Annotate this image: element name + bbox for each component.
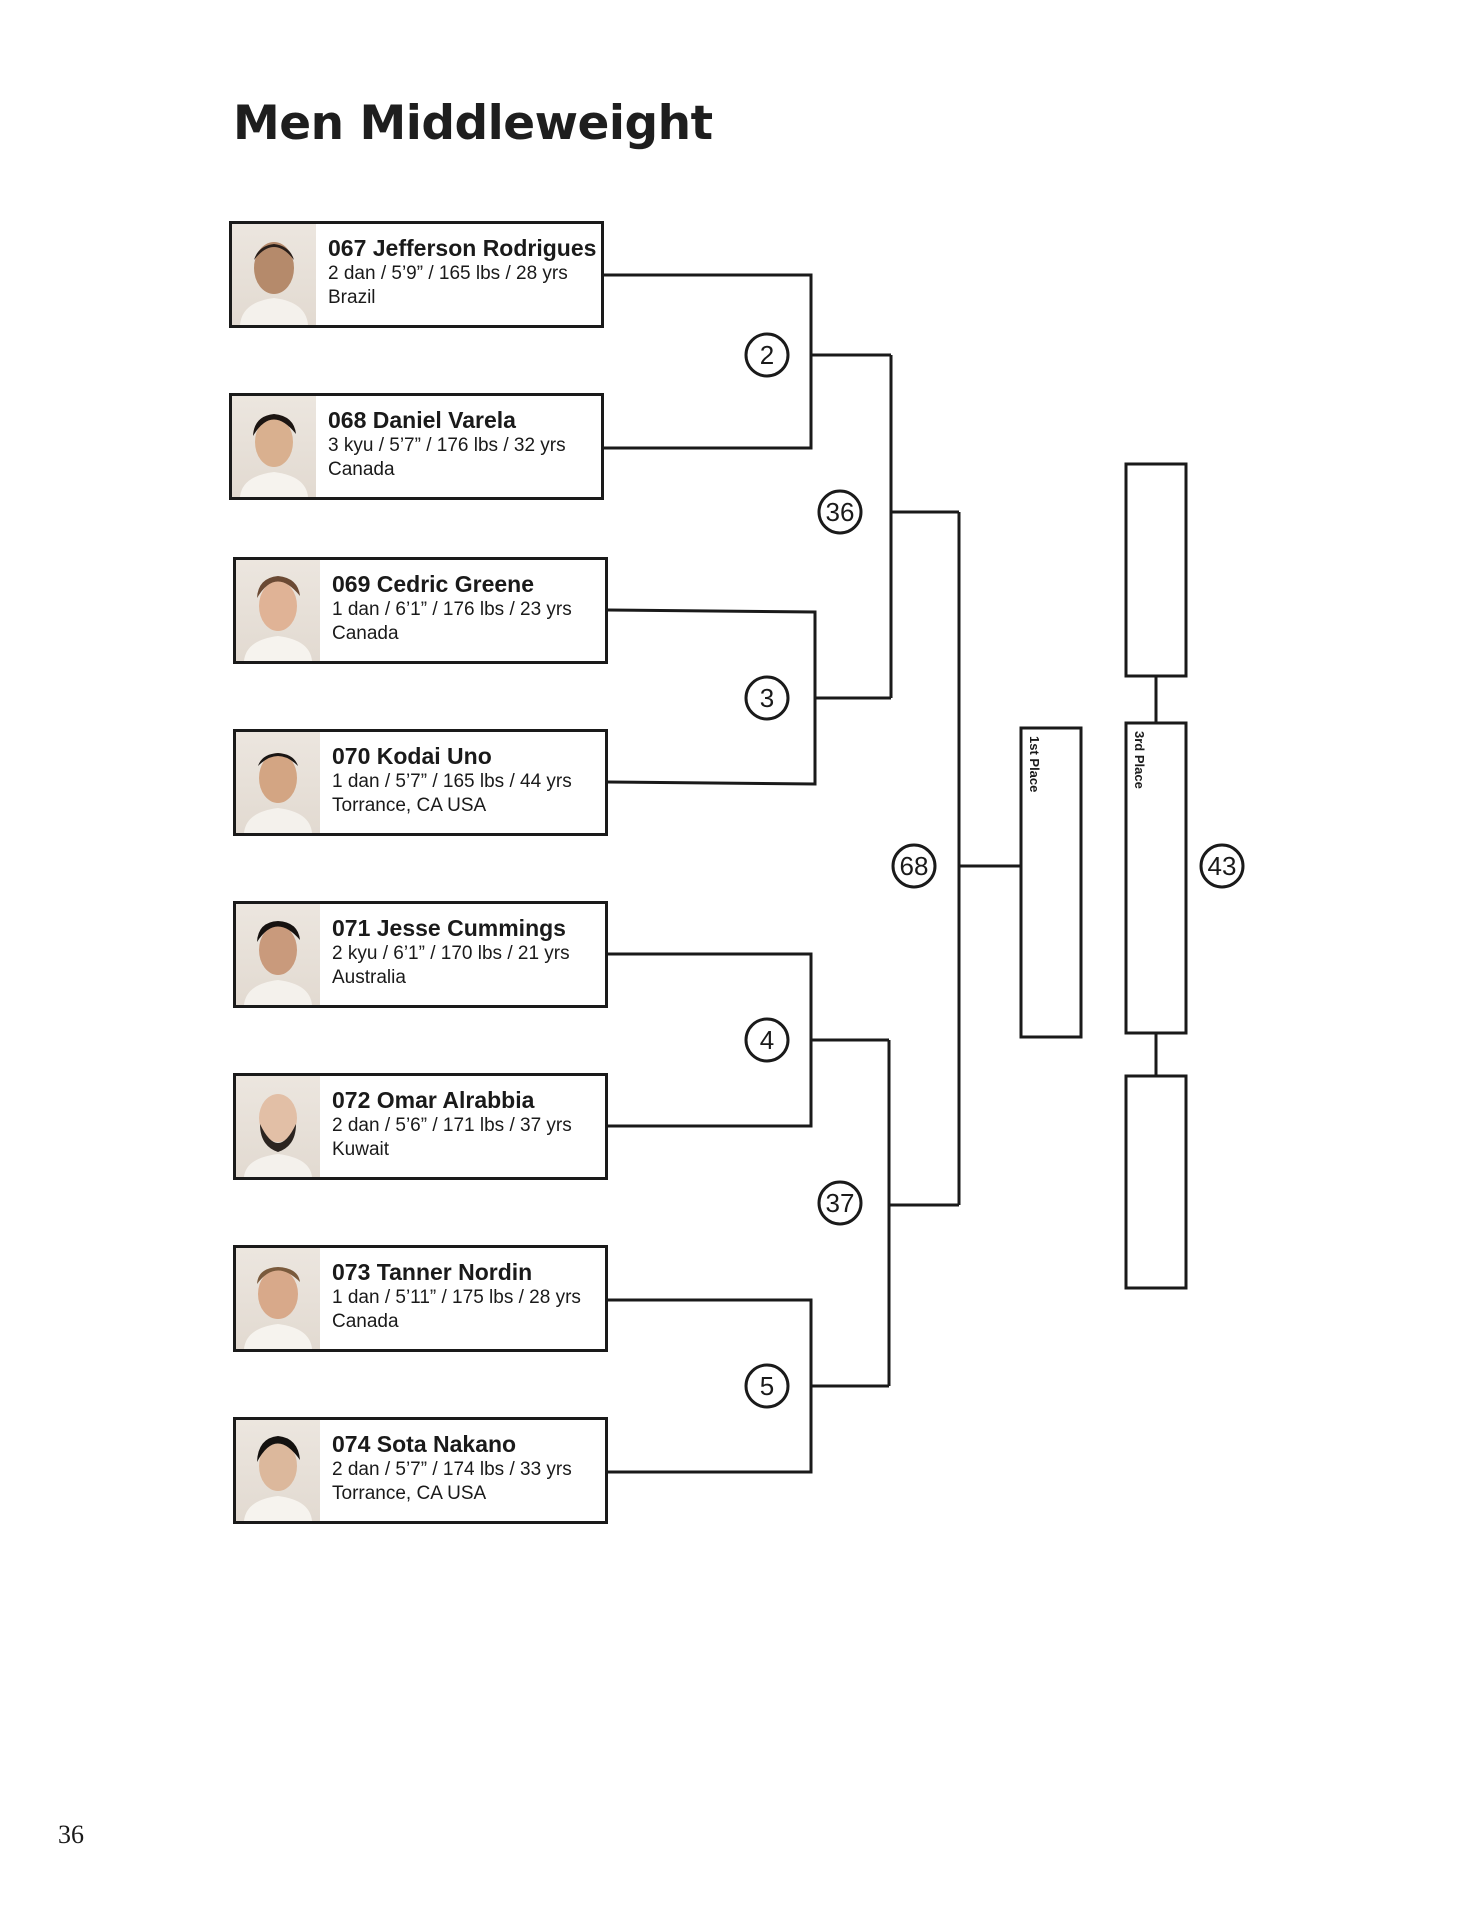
competitor-location: Canada <box>332 1311 399 1332</box>
third-place-top-box <box>1124 462 1188 678</box>
third-place-label: 3rd Place <box>1132 731 1147 789</box>
competitor-card[interactable]: 072 Omar Alrabbia 2 dan / 5’6” / 171 lbs… <box>233 1073 608 1180</box>
match-number: 4 <box>760 1025 774 1055</box>
competitor-card[interactable]: 073 Tanner Nordin 1 dan / 5’11” / 175 lb… <box>233 1245 608 1352</box>
match-number: 36 <box>826 497 855 527</box>
bracket-line <box>604 273 813 450</box>
match-circle <box>744 1017 790 1063</box>
competitor-name: 070 Kodai Uno <box>332 743 492 769</box>
match-number: 3 <box>760 683 774 713</box>
competitor-stats: 2 dan / 5’6” / 171 lbs / 37 yrs <box>332 1115 572 1136</box>
first-place-box <box>1019 726 1083 1039</box>
competitor-photo <box>236 1076 320 1177</box>
competitor-location: Kuwait <box>332 1139 390 1160</box>
match-number: 5 <box>760 1371 774 1401</box>
match-circle <box>744 675 790 721</box>
competitor-location: Australia <box>332 967 406 988</box>
competitor-photo <box>236 904 320 1005</box>
page-number: 36 <box>58 1820 84 1849</box>
competitor-name: 073 Tanner Nordin <box>332 1259 533 1285</box>
competitor-name: 067 Jefferson Rodrigues <box>328 235 597 261</box>
competitor-card[interactable]: 067 Jefferson Rodrigues 2 dan / 5’9” / 1… <box>229 221 604 328</box>
competitor-stats: 1 dan / 5’7” / 165 lbs / 44 yrs <box>332 771 572 792</box>
competitor-location: Torrance, CA USA <box>332 1483 487 1504</box>
competitor-stats: 1 dan / 6’1” / 176 lbs / 23 yrs <box>332 599 572 620</box>
match-circle <box>744 332 790 378</box>
competitor-name: 069 Cedric Greene <box>332 571 535 597</box>
competitor-stats: 2 dan / 5’7” / 174 lbs / 33 yrs <box>332 1459 572 1480</box>
competitor-photo <box>232 224 316 325</box>
competitor-name: 071 Jesse Cummings <box>332 915 566 941</box>
competitor-photo <box>236 732 320 833</box>
competitor-stats: 2 kyu / 6’1” / 170 lbs / 21 yrs <box>332 943 570 964</box>
match-circle <box>744 1363 790 1409</box>
match-circle <box>891 843 937 889</box>
third-place-bottom-box <box>1124 1074 1188 1290</box>
match-circle <box>817 1180 863 1226</box>
competitor-location: Brazil <box>328 287 376 308</box>
competitor-name: 072 Omar Alrabbia <box>332 1087 535 1113</box>
competitor-name: 074 Sota Nakano <box>332 1431 517 1457</box>
competitor-card[interactable]: 068 Daniel Varela 3 kyu / 5’7” / 176 lbs… <box>229 393 604 500</box>
competitor-photo <box>236 560 320 661</box>
competitor-card[interactable]: 069 Cedric Greene 1 dan / 6’1” / 176 lbs… <box>233 557 608 664</box>
page-title: Men Middleweight <box>233 96 713 151</box>
match-circle <box>1199 843 1245 889</box>
competitor-photo <box>236 1248 320 1349</box>
match-number: 37 <box>826 1188 855 1218</box>
competitor-stats: 1 dan / 5’11” / 175 lbs / 28 yrs <box>332 1287 581 1308</box>
competitor-location: Canada <box>328 459 395 480</box>
competitor-location: Canada <box>332 623 399 644</box>
competitor-stats: 3 kyu / 5’7” / 176 lbs / 32 yrs <box>328 435 566 456</box>
first-place-label: 1st Place <box>1027 736 1042 792</box>
competitor-card[interactable]: 071 Jesse Cummings 2 kyu / 6’1” / 170 lb… <box>233 901 608 1008</box>
competitor-stats: 2 dan / 5’9” / 165 lbs / 28 yrs <box>328 263 568 284</box>
competitor-card[interactable]: 070 Kodai Uno 1 dan / 5’7” / 165 lbs / 4… <box>233 729 608 836</box>
competitor-photo <box>232 396 316 497</box>
competitor-photo <box>236 1420 320 1521</box>
match-number: 2 <box>760 340 774 370</box>
competitor-name: 068 Daniel Varela <box>328 407 516 433</box>
match-number: 43 <box>1208 851 1237 881</box>
match-circle <box>817 489 863 535</box>
competitor-location: Torrance, CA USA <box>332 795 487 816</box>
competitor-card[interactable]: 074 Sota Nakano 2 dan / 5’7” / 174 lbs /… <box>233 1417 608 1524</box>
match-number: 68 <box>900 851 929 881</box>
third-place-box <box>1124 721 1188 1035</box>
